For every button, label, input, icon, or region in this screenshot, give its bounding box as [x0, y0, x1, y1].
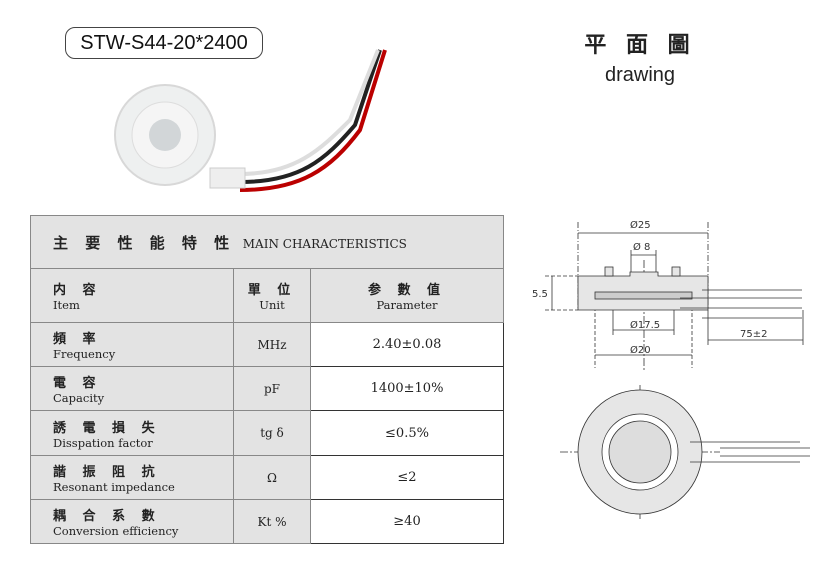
product-photo: [114, 49, 387, 192]
dim-d25: Ø25: [630, 219, 651, 231]
table-title: 主 要 性 能 特 性 MAIN CHARACTERISTICS: [30, 215, 504, 269]
table-title-cn: 主 要 性 能 特 性: [53, 233, 236, 252]
table-title-en: MAIN CHARACTERISTICS: [242, 236, 407, 251]
drawing-title-en: drawing: [604, 64, 676, 86]
drawing-title-cn: 平 面 圖: [584, 33, 696, 58]
dim-h55: 5.5: [532, 289, 548, 300]
dim-lead: 75±2: [740, 329, 767, 340]
technical-drawing: Ø25 Ø 8 5.5 Ø17.5 Ø20 75±2: [532, 219, 810, 520]
model-label: STW-S44-20*2400: [65, 27, 263, 59]
dim-d8: Ø 8: [633, 241, 650, 253]
dim-d20: Ø20: [630, 344, 651, 356]
dim-d175: Ø17.5: [630, 319, 660, 331]
